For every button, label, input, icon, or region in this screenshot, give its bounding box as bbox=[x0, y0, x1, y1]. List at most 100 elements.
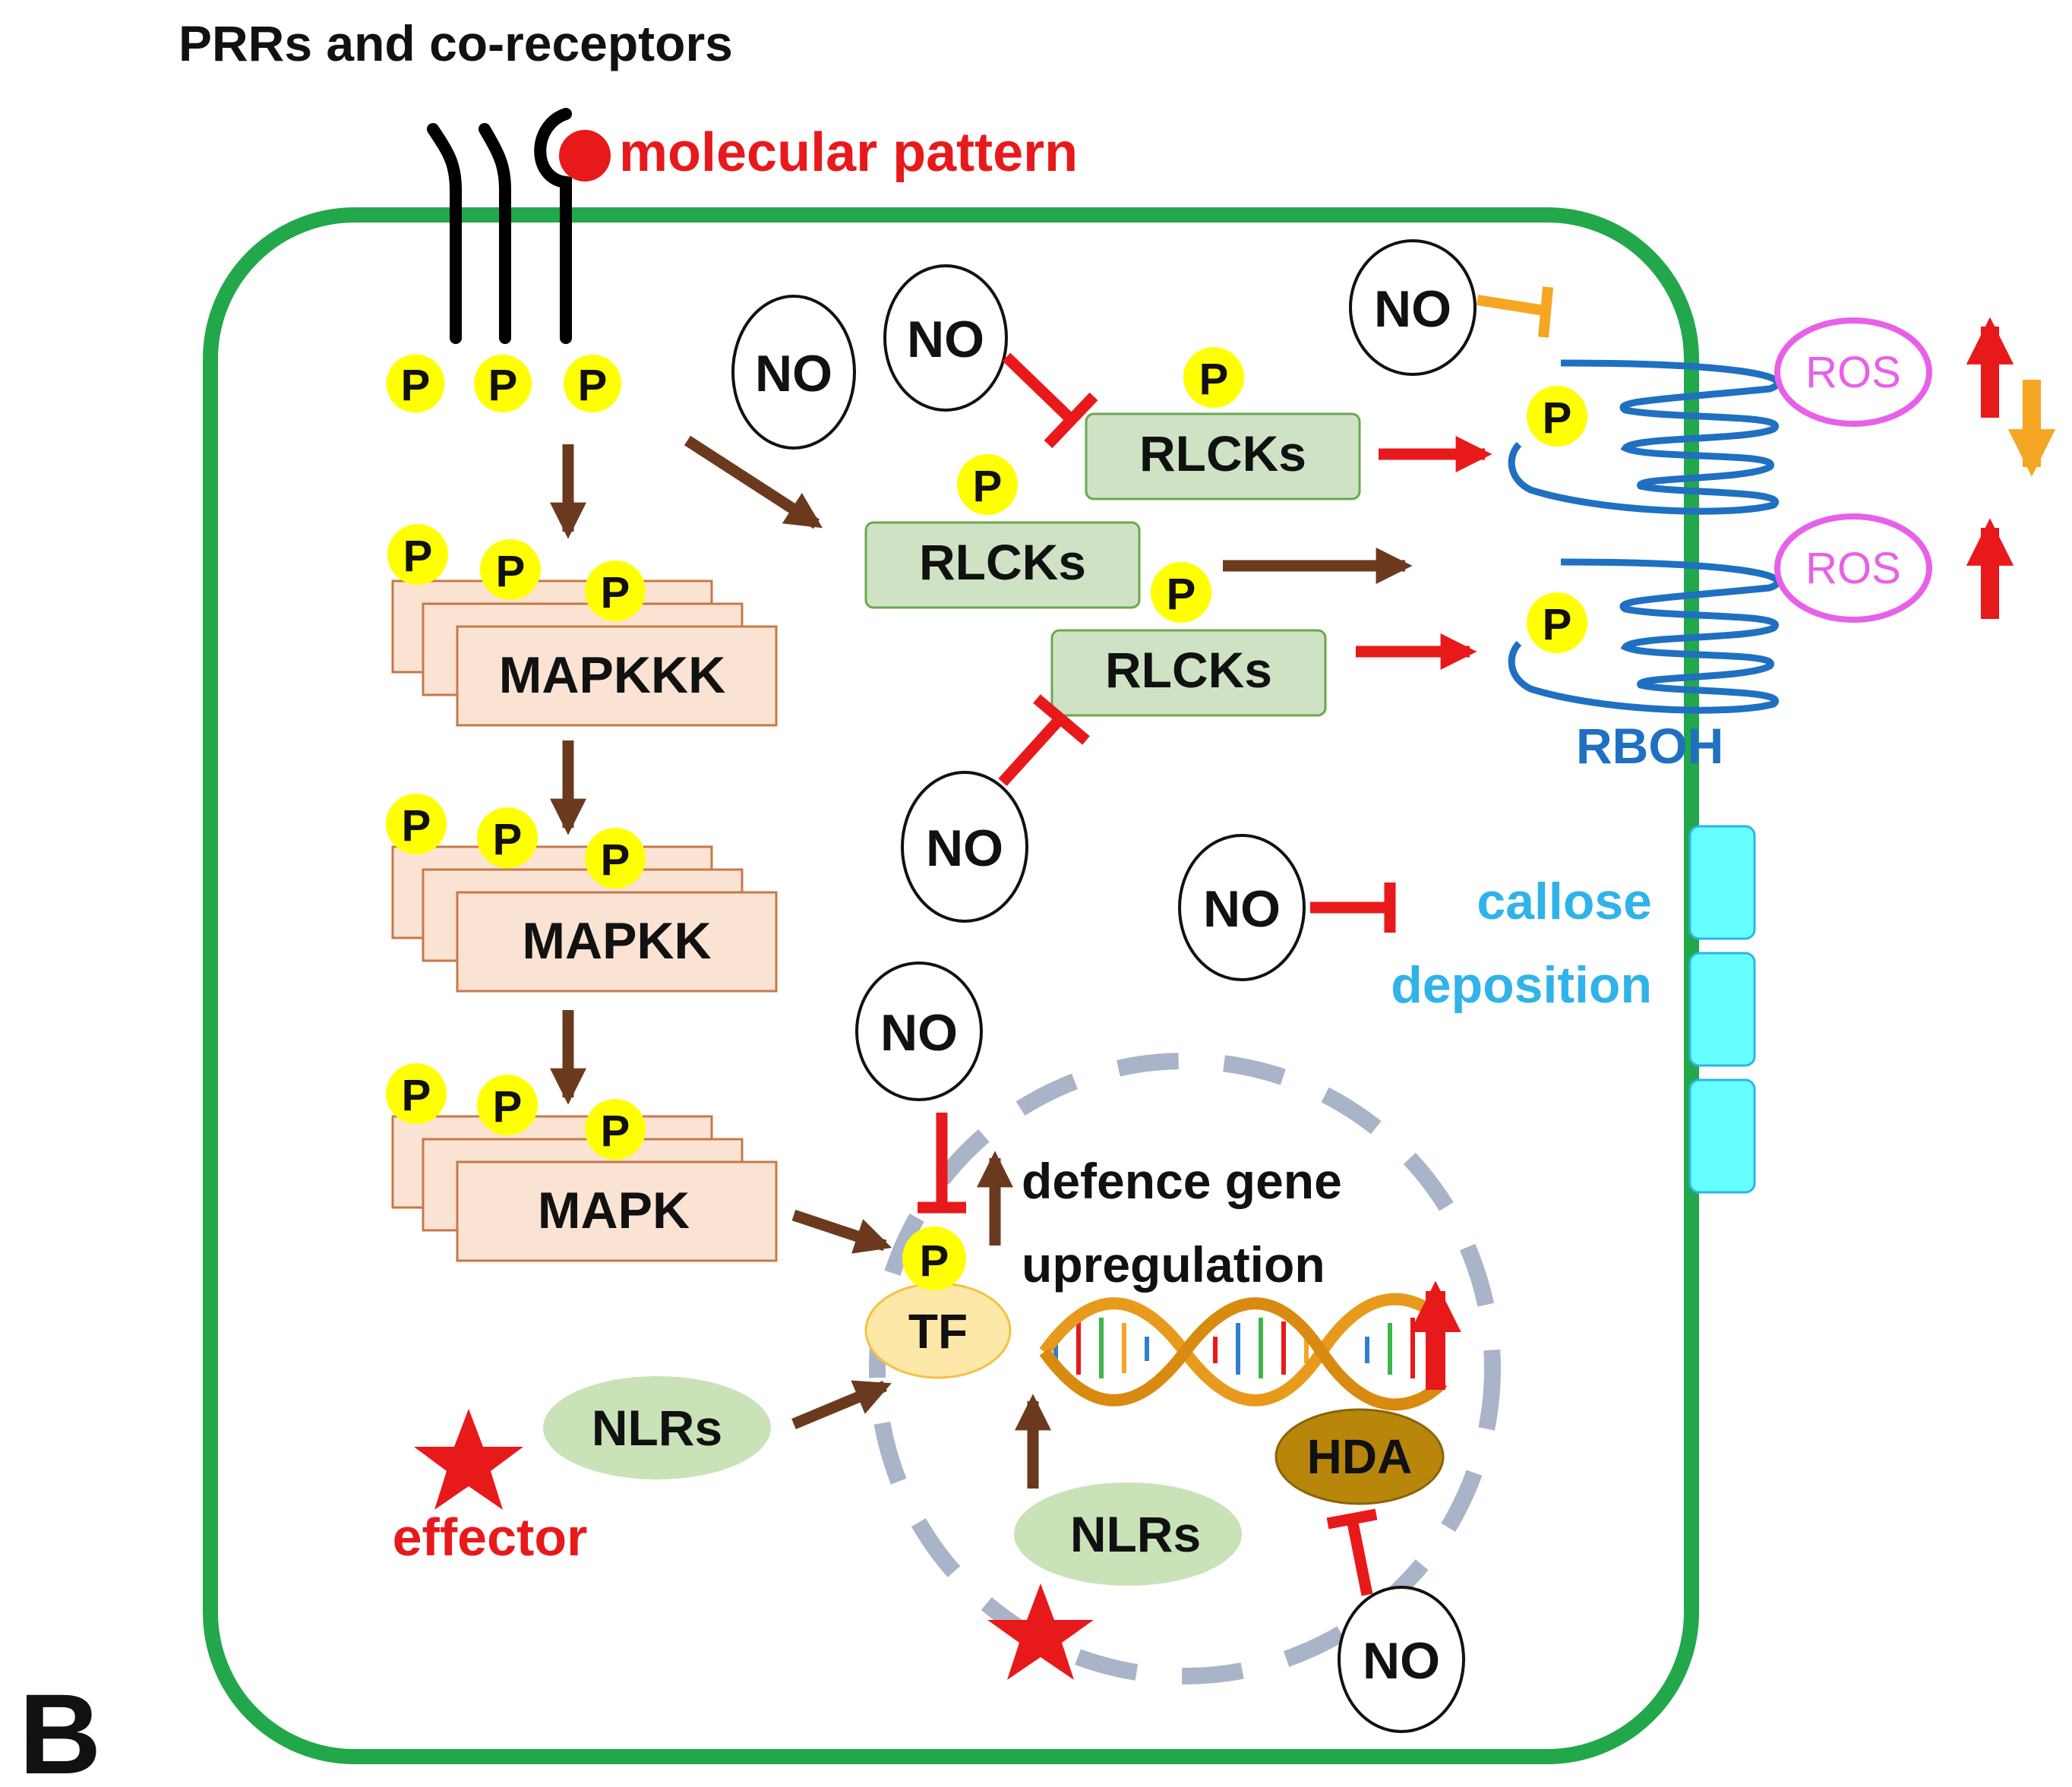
svg-text:P: P bbox=[403, 532, 433, 581]
effector-star-icon bbox=[414, 1409, 523, 1510]
no-inhibitor-rlcks-top: NO bbox=[883, 264, 1008, 412]
rlcks-label: RLCKs bbox=[1139, 425, 1306, 481]
svg-text:P: P bbox=[1543, 600, 1572, 649]
no-inhibitor-callose: NO bbox=[1178, 834, 1306, 981]
no-label: NO bbox=[907, 311, 984, 368]
svg-text:P: P bbox=[402, 801, 431, 851]
mapkk-stack: MAPKK P P P bbox=[386, 794, 778, 993]
phospho-badge: P bbox=[1527, 592, 1587, 653]
callose-block bbox=[1688, 1078, 1756, 1194]
svg-text:P: P bbox=[920, 1236, 949, 1286]
callose-label-line2: deposition bbox=[1391, 956, 1652, 1014]
effector-label: effector bbox=[393, 1508, 588, 1567]
svg-text:P: P bbox=[1167, 570, 1196, 619]
arrow-receptor-to-rlcks bbox=[684, 435, 823, 529]
ros-label: ROS bbox=[1805, 544, 1901, 593]
callose-block bbox=[1688, 952, 1756, 1067]
defence-label-line2: upregulation bbox=[1022, 1236, 1325, 1293]
ros-bottom: ROS bbox=[1774, 513, 1932, 623]
ros-top: ROS bbox=[1774, 317, 1932, 427]
rboh-top: P bbox=[1508, 359, 1781, 515]
svg-text:P: P bbox=[496, 547, 526, 596]
rlcks-box bbox=[1085, 412, 1361, 500]
ligand-dot bbox=[559, 130, 611, 182]
phospho-badge: P bbox=[902, 1227, 966, 1290]
rboh-label: RBOH bbox=[1576, 718, 1723, 774]
arrow-mapk-to-tf bbox=[791, 1209, 892, 1254]
diagram-title: PRRs and co-receptors bbox=[178, 15, 733, 71]
red-activation-arrows bbox=[1356, 435, 1492, 671]
hda: HDA bbox=[1274, 1408, 1445, 1505]
rlcks-label: RLCKs bbox=[919, 534, 1086, 590]
svg-text:P: P bbox=[488, 361, 518, 410]
mapk-box bbox=[456, 1160, 778, 1262]
panel-label: B bbox=[19, 1670, 101, 1787]
phospho-badge: P bbox=[386, 1063, 447, 1124]
effector-star-icon bbox=[987, 1583, 1094, 1680]
transcription-factor: TF P bbox=[864, 1227, 1012, 1379]
svg-text:P: P bbox=[1199, 355, 1229, 404]
rlcks-box bbox=[864, 521, 1141, 609]
rlcks-top: RLCKs P bbox=[1085, 347, 1361, 500]
mapk-label: MAPK bbox=[538, 1182, 690, 1239]
phospho-badge: P bbox=[477, 807, 538, 868]
rlcks-label: RLCKs bbox=[1105, 642, 1272, 698]
tf-label: TF bbox=[908, 1304, 968, 1359]
no-inhibitor-rboh: NO bbox=[1349, 239, 1477, 376]
no-label: NO bbox=[1363, 1632, 1440, 1690]
phospho-badge: P bbox=[1183, 347, 1244, 408]
no-label: NO bbox=[1374, 280, 1451, 338]
nlrs-nuclear: NLRs bbox=[1014, 1482, 1242, 1586]
phospho-badge: P bbox=[474, 355, 532, 412]
mapkkk-stack: MAPKKK P P P bbox=[387, 524, 778, 727]
phospho-badge: P bbox=[480, 539, 541, 600]
svg-text:P: P bbox=[601, 1107, 630, 1156]
no-label: NO bbox=[926, 819, 1003, 877]
phospho-badge: P bbox=[957, 454, 1018, 515]
phospho-badge: P bbox=[1527, 386, 1587, 447]
mapkkk-box bbox=[456, 625, 778, 727]
inhibit-rboh-orange bbox=[1476, 286, 1553, 338]
mapk-stack: MAPK P P P bbox=[386, 1063, 778, 1262]
svg-text:P: P bbox=[973, 462, 1003, 511]
callose-block bbox=[1688, 825, 1756, 940]
phospho-badge: P bbox=[585, 828, 646, 889]
phospho-badge: P bbox=[477, 1075, 538, 1135]
defence-label-line1: defence gene bbox=[1022, 1153, 1342, 1209]
no-inhibitor-hda: NO bbox=[1338, 1586, 1465, 1733]
mapkk-box bbox=[456, 891, 778, 993]
molecular-pattern: molecular pattern bbox=[559, 122, 1078, 183]
activation-arrows bbox=[549, 435, 1413, 1489]
svg-text:P: P bbox=[493, 815, 523, 864]
rlcks-box bbox=[1050, 629, 1327, 717]
ros-change-arrows bbox=[1966, 317, 2056, 619]
no-label: NO bbox=[1203, 880, 1281, 938]
dna-helix bbox=[1039, 1293, 1448, 1411]
inhibit-callose bbox=[1310, 882, 1396, 933]
phospho-badge: P bbox=[585, 1099, 646, 1160]
svg-text:P: P bbox=[402, 1071, 431, 1120]
nlrs-cytoplasmic: NLRs bbox=[543, 1376, 771, 1479]
callose-deposits bbox=[1688, 825, 1756, 1194]
phospho-badge: P bbox=[585, 560, 646, 621]
hda-label: HDA bbox=[1307, 1429, 1413, 1484]
rlcks-bottom: RLCKs P bbox=[1050, 562, 1327, 717]
phospho-badge: P bbox=[1151, 562, 1211, 623]
prr-receptors bbox=[427, 108, 572, 344]
phospho-badge: P bbox=[386, 794, 447, 854]
inhibition-lines bbox=[918, 352, 1396, 1596]
phospho-badge: P bbox=[386, 354, 445, 413]
nlrs-label: NLRs bbox=[1070, 1506, 1201, 1562]
no-inhibitor-rlcks-bottom: NO bbox=[901, 771, 1028, 923]
svg-text:P: P bbox=[578, 361, 608, 410]
svg-text:P: P bbox=[601, 568, 630, 617]
svg-text:P: P bbox=[1543, 393, 1572, 443]
receptor-phospho-group: P P P bbox=[386, 354, 621, 413]
svg-text:P: P bbox=[601, 835, 630, 885]
rlcks-middle: RLCKs P bbox=[864, 454, 1141, 609]
inhibit-hda bbox=[1326, 1508, 1378, 1596]
inhibit-rlcks-top bbox=[1002, 352, 1098, 449]
mapkkk-label: MAPKKK bbox=[499, 646, 725, 704]
no-label: NO bbox=[755, 345, 832, 403]
